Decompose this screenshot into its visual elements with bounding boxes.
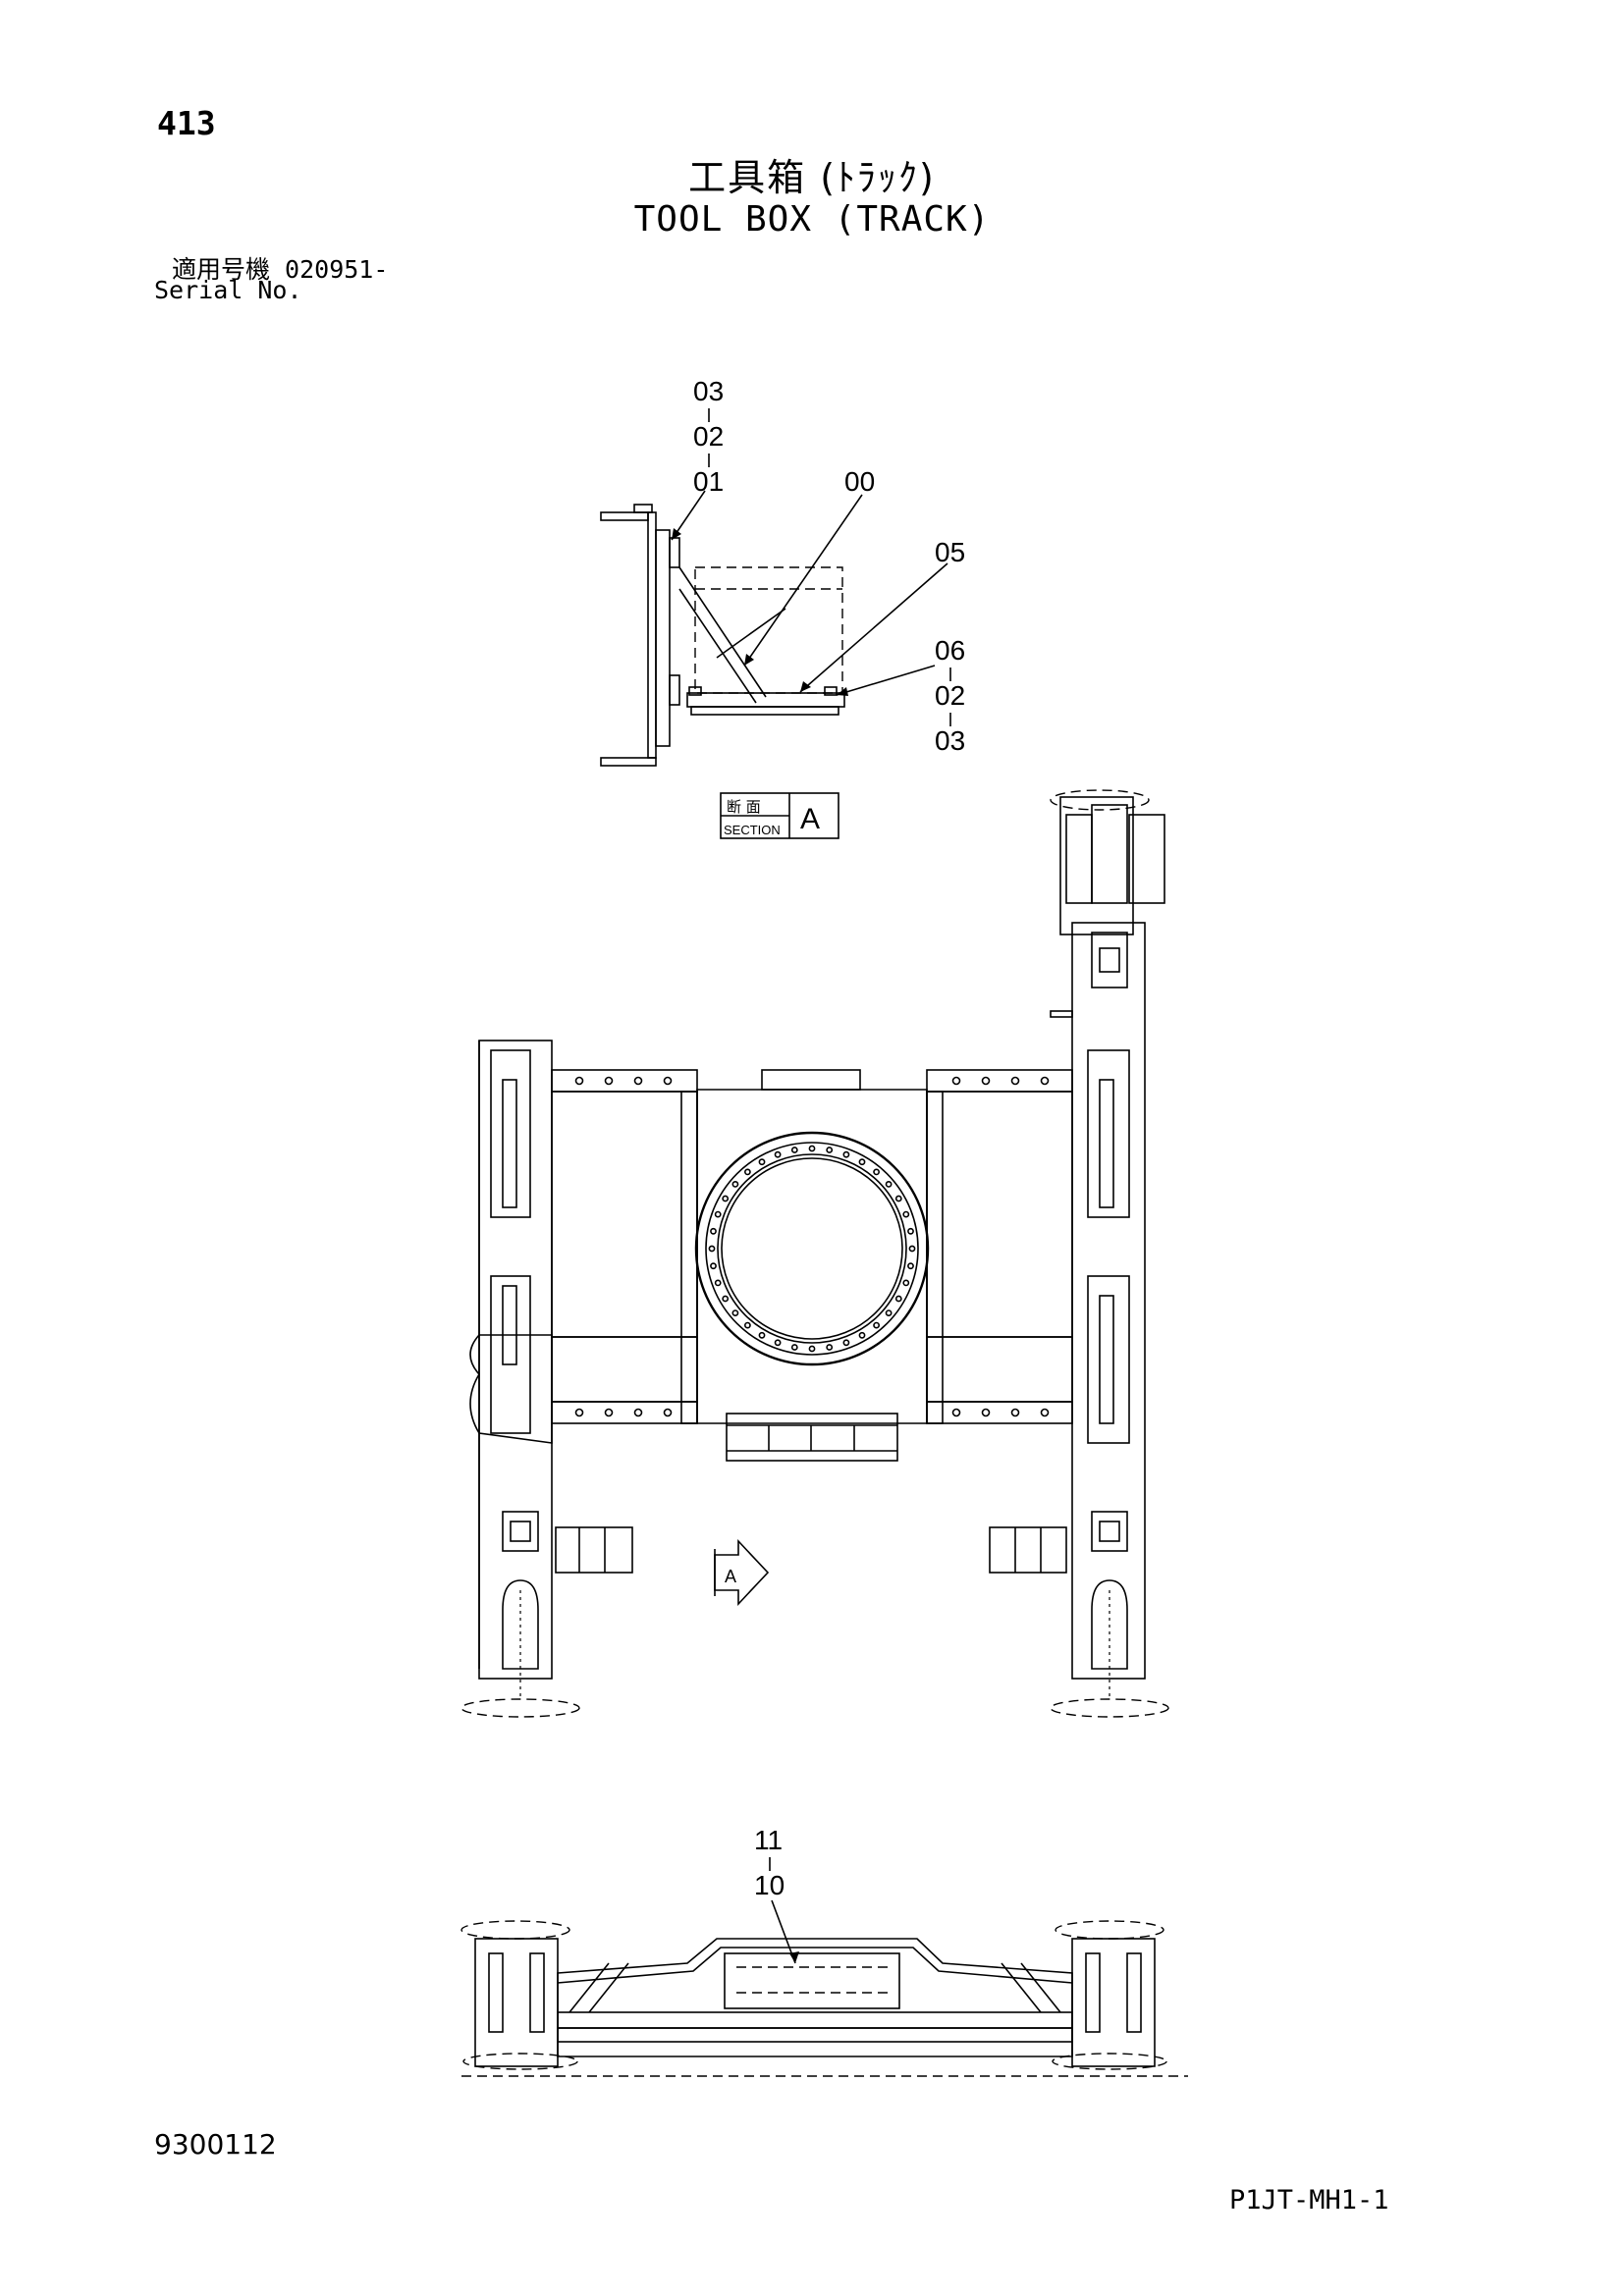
frame-hole <box>1040 1408 1050 1417</box>
bolt-hole <box>722 1295 730 1303</box>
bolt-hole <box>790 1147 798 1153</box>
callout-11: 11 <box>754 1825 783 1855</box>
bolt-hole <box>744 1321 751 1329</box>
bolt-hole <box>722 1195 730 1202</box>
frame-hole <box>951 1408 961 1417</box>
bolt-hole <box>744 1168 751 1176</box>
bolt-hole <box>842 1150 850 1158</box>
serial-label-japanese: 適用号機 020951- <box>172 255 389 284</box>
frame-hole <box>981 1076 991 1086</box>
bolt-hole <box>894 1195 902 1202</box>
bolt-hole <box>731 1309 739 1316</box>
bolt-hole <box>708 1245 716 1253</box>
frame-hole <box>574 1076 584 1086</box>
page-number: 413 <box>157 104 216 142</box>
bolt-hole <box>808 1345 816 1353</box>
bolt-hole <box>885 1181 893 1188</box>
section-a-view: 03 02 01 00 05 06 02 03 断 面 SECTION A <box>600 376 965 839</box>
frame-hole <box>633 1076 643 1086</box>
side-view: 11 10 <box>460 1825 1188 2077</box>
bolt-hole <box>858 1331 866 1339</box>
callout-02-upper: 02 <box>693 421 724 452</box>
serial-label-english: Serial No. <box>154 276 302 304</box>
bolt-hole <box>908 1245 916 1253</box>
section-arrow-letter: A <box>725 1567 736 1586</box>
bolt-hole <box>873 1168 880 1176</box>
bolt-hole <box>902 1279 910 1287</box>
title-japanese: 工具箱 (ﾄﾗｯｸ) <box>688 156 936 199</box>
bolt-hole <box>710 1262 717 1270</box>
bolt-hole <box>826 1147 834 1153</box>
bolt-hole <box>714 1279 722 1287</box>
bolt-hole <box>808 1145 816 1152</box>
page-code: P1JT-MH1-1 <box>1229 2185 1389 2216</box>
callout-01: 01 <box>693 466 724 497</box>
bolt-hole <box>758 1331 766 1339</box>
plan-view: A <box>460 789 1169 1718</box>
frame-hole <box>604 1408 614 1417</box>
section-badge-letter: A <box>800 803 820 835</box>
callout-10: 10 <box>754 1870 785 1900</box>
frame-hole <box>1010 1408 1020 1417</box>
document-number: 9300112 <box>154 2128 277 2161</box>
callout-02-lower: 02 <box>935 680 965 711</box>
slewing-ring-bolts <box>708 1145 916 1353</box>
callout-06: 06 <box>935 635 965 666</box>
frame-hole <box>1040 1076 1050 1086</box>
frame-hole <box>1010 1076 1020 1086</box>
frame-hole <box>663 1408 673 1417</box>
bolt-hole <box>758 1158 766 1166</box>
callout-03-lower: 03 <box>935 725 965 756</box>
bolt-hole <box>894 1295 902 1303</box>
bolt-hole <box>902 1210 910 1218</box>
callout-05: 05 <box>935 537 965 567</box>
bolt-hole <box>774 1339 782 1347</box>
callout-03-upper: 03 <box>693 376 724 406</box>
bolt-hole <box>774 1150 782 1158</box>
bolt-hole <box>790 1344 798 1351</box>
frame-hole <box>951 1076 961 1086</box>
bolt-hole <box>731 1181 739 1188</box>
section-badge-en: SECTION <box>724 823 781 837</box>
bolt-hole <box>710 1227 717 1235</box>
title-english: TOOL BOX (TRACK) <box>633 199 991 240</box>
callout-00: 00 <box>844 466 875 497</box>
bolt-hole <box>907 1227 914 1235</box>
frame-hole <box>663 1076 673 1086</box>
bolt-hole <box>826 1344 834 1351</box>
section-a-badge: 断 面 SECTION A <box>720 792 839 839</box>
bolt-hole <box>907 1262 914 1270</box>
frame-hole <box>981 1408 991 1417</box>
section-a-arrow: A <box>714 1538 770 1607</box>
section-badge-jp: 断 面 <box>727 798 761 816</box>
frame-hole <box>633 1408 643 1417</box>
bolt-hole <box>842 1339 850 1347</box>
frame-hole <box>604 1076 614 1086</box>
frame-hole <box>574 1408 584 1417</box>
bolt-hole <box>858 1158 866 1166</box>
bolt-hole <box>885 1309 893 1316</box>
bolt-hole <box>714 1210 722 1218</box>
bolt-hole <box>873 1321 880 1329</box>
